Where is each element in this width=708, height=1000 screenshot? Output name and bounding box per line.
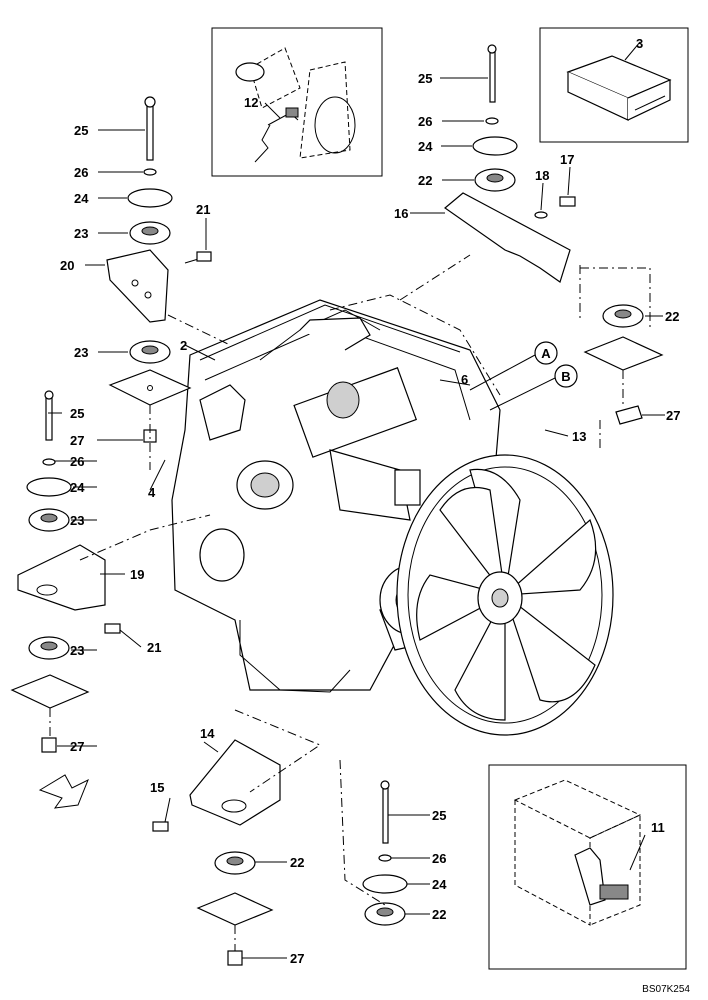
callout-24: 24 (70, 480, 85, 495)
drawing-code: BS07K254 (642, 984, 690, 995)
callout-12: 12 (244, 95, 258, 110)
callout-19: 19 (130, 567, 144, 582)
callout-18: 18 (535, 168, 549, 183)
callout-2: 2 (180, 338, 187, 353)
callout-27: 27 (666, 408, 680, 423)
circle-ref-a (534, 341, 558, 365)
callout-labels: 25 26 24 23 21 20 23 2 25 27 26 24 23 4 … (60, 36, 680, 966)
circle-ref-a-label: A (541, 346, 551, 361)
callout-26: 26 (70, 454, 84, 469)
callout-23: 23 (70, 513, 84, 528)
callout-23: 23 (70, 643, 84, 658)
callout-26: 26 (74, 165, 88, 180)
callout-24: 24 (74, 191, 89, 206)
callout-24: 24 (418, 139, 433, 154)
callout-14: 14 (200, 726, 215, 741)
callout-21: 21 (196, 202, 210, 217)
callout-27: 27 (70, 433, 84, 448)
callout-22: 22 (665, 309, 679, 324)
callout-21: 21 (147, 640, 161, 655)
mount-stack-right-upper (444, 44, 664, 425)
inset-ecu-3 (539, 27, 689, 143)
callout-13: 13 (572, 429, 586, 444)
circle-ref-b (554, 364, 578, 388)
callout-17: 17 (560, 152, 574, 167)
callout-26: 26 (432, 851, 446, 866)
callout-25: 25 (418, 71, 432, 86)
callout-6: 6 (461, 372, 468, 387)
mount-stack-left-upper (106, 96, 212, 406)
leader-lines (48, 41, 665, 959)
cooling-fan (396, 454, 614, 736)
callout-25: 25 (74, 123, 88, 138)
mount-stack-bottom-middle (152, 739, 281, 966)
callout-15: 15 (150, 780, 164, 795)
callout-26: 26 (418, 114, 432, 129)
callout-23: 23 (74, 226, 88, 241)
circle-ref-b-label: B (561, 369, 570, 384)
callout-27: 27 (290, 951, 304, 966)
callout-27: 27 (70, 739, 84, 754)
inset-controller-11 (488, 764, 687, 970)
assembly-lines (49, 254, 651, 951)
callout-22: 22 (290, 855, 304, 870)
callout-23: 23 (74, 345, 88, 360)
inset-sensor-12 (211, 27, 383, 177)
callout-3: 3 (636, 36, 643, 51)
mount-stack-left-lower (10, 390, 157, 753)
callout-25: 25 (432, 808, 446, 823)
reference-markers: A B (469, 341, 578, 411)
mount-stack-bottom-right (362, 780, 408, 926)
callout-24: 24 (432, 877, 447, 892)
callout-11: 11 (651, 820, 665, 835)
callout-22: 22 (418, 173, 432, 188)
callout-20: 20 (60, 258, 74, 273)
direction-arrow-icon (38, 774, 89, 809)
callout-25: 25 (70, 406, 84, 421)
callout-4: 4 (148, 485, 156, 500)
callout-22: 22 (432, 907, 446, 922)
callout-16: 16 (394, 206, 408, 221)
